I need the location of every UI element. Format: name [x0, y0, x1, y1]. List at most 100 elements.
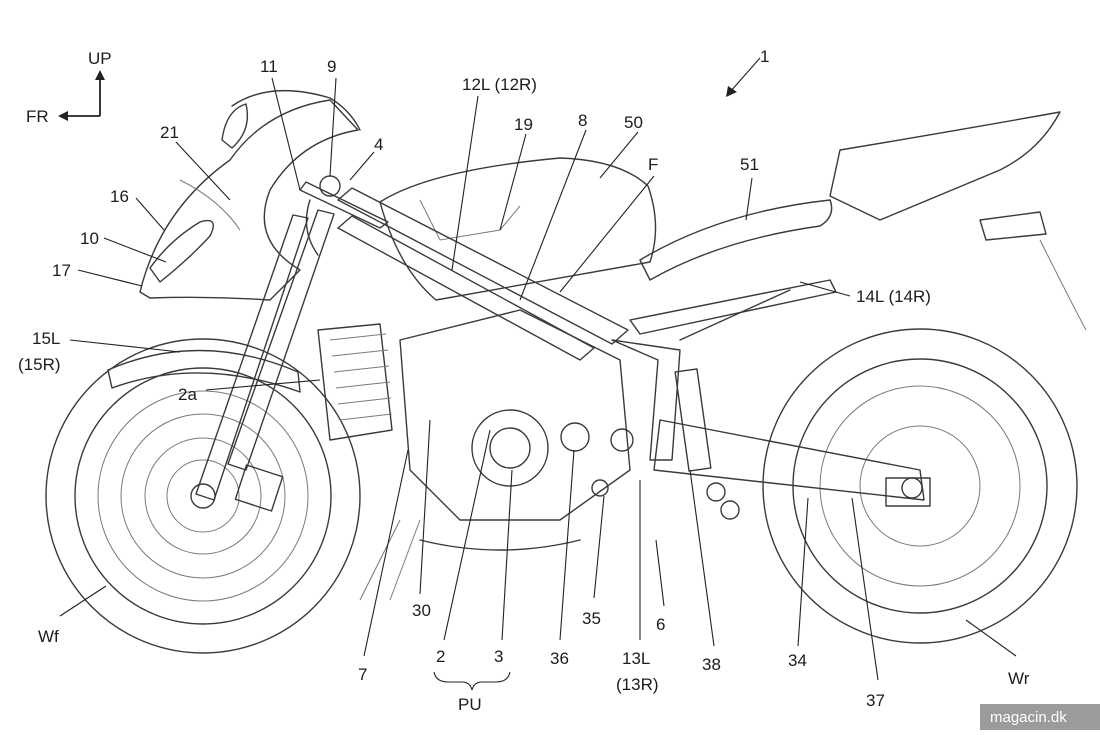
label-4: 4	[374, 135, 383, 154]
mirror	[221, 103, 249, 149]
rear-sprocket	[859, 425, 981, 547]
leader-2	[443, 429, 491, 641]
label-16: 16	[110, 187, 129, 206]
label-1: 1	[760, 47, 769, 66]
link-bolt	[591, 479, 609, 497]
leader-19	[499, 133, 527, 231]
chain-adjuster	[885, 477, 931, 507]
fork-tube-right	[227, 209, 335, 471]
leader-36	[559, 449, 575, 641]
rear-tire-outer	[762, 328, 1078, 644]
leader-14	[799, 281, 851, 297]
rear-suspension	[653, 368, 931, 520]
engine-unit	[359, 309, 634, 601]
front-label: FR	[26, 107, 49, 126]
label-51: 51	[740, 155, 759, 174]
windscreen	[231, 90, 361, 131]
frame-spar-upper	[337, 187, 629, 345]
swingarm	[653, 419, 925, 501]
label-50: 50	[624, 113, 643, 132]
leader-15	[69, 339, 181, 353]
front-disc-inner	[144, 437, 262, 555]
front-arrowhead	[58, 111, 68, 121]
fairing-detail	[179, 179, 241, 231]
exhaust-pipe	[359, 519, 421, 601]
label-10: 10	[80, 229, 99, 248]
leader-Wr	[965, 619, 1017, 657]
label-2: 2	[436, 647, 445, 666]
label-9: 9	[327, 57, 336, 76]
front-fork	[195, 209, 335, 512]
label-13R: (13R)	[616, 675, 659, 694]
leader-2a	[205, 379, 321, 391]
label-PU: PU	[458, 695, 482, 714]
label-15L: 15L	[32, 329, 60, 348]
pivot-bolt	[610, 428, 634, 452]
leader-1	[729, 57, 761, 93]
rear-rim	[819, 385, 1021, 587]
subframe-brace	[679, 289, 791, 341]
frame-pivot-plate	[611, 339, 681, 461]
front-tire-inner	[74, 367, 332, 625]
orientation-arrows	[58, 70, 105, 121]
label-17: 17	[52, 261, 71, 280]
tail-cowl	[829, 111, 1061, 221]
label-15R: (15R)	[18, 355, 61, 374]
leader-37	[851, 497, 879, 681]
label-21: 21	[160, 123, 179, 142]
leader-1-arrow	[726, 86, 737, 97]
leader-10	[103, 237, 167, 263]
up-arrowhead	[95, 70, 105, 80]
label-14: 14L (14R)	[856, 287, 931, 306]
label-F: F	[648, 155, 658, 174]
label-7: 7	[358, 665, 367, 684]
tank-detail	[419, 199, 521, 241]
brake-lever	[305, 199, 319, 256]
pu-brace	[433, 671, 511, 691]
label-36: 36	[550, 649, 569, 668]
leader-lines	[59, 57, 1017, 681]
label-6: 6	[656, 615, 665, 634]
front-fairing	[139, 90, 361, 301]
engine-block	[399, 309, 631, 521]
frame-spar-lower	[337, 215, 595, 361]
label-3: 3	[494, 647, 503, 666]
label-Wf: Wf	[38, 627, 59, 646]
rider-seat	[639, 199, 833, 281]
radiator-fins	[329, 333, 393, 421]
rear-axle	[901, 477, 923, 499]
label-2a: 2a	[178, 385, 197, 404]
front-tire-outer	[45, 338, 361, 654]
leader-7	[363, 449, 409, 657]
leader-51	[745, 177, 753, 221]
watermark: magacin.dk	[990, 709, 1067, 726]
radiator	[317, 323, 393, 441]
front-wheel	[45, 338, 361, 654]
front-hub-ring	[166, 459, 240, 533]
leader-Wf	[59, 585, 107, 617]
fuel-tank	[379, 157, 657, 301]
rear-tire-inner	[792, 358, 1048, 614]
up-label: UP	[88, 49, 112, 68]
leader-8	[519, 129, 587, 301]
rear-wheel	[762, 328, 1078, 644]
rear-hugger	[1039, 239, 1087, 331]
leader-3	[501, 469, 513, 641]
label-35: 35	[582, 609, 601, 628]
front-rim	[97, 390, 309, 602]
leader-17	[77, 269, 143, 287]
leader-11	[271, 77, 301, 191]
label-19: 19	[514, 115, 533, 134]
fork-tube-left	[195, 214, 309, 501]
front-brake-disc	[120, 413, 286, 579]
headlight	[149, 219, 214, 283]
handlebar-grip	[299, 181, 389, 229]
leader-16	[135, 197, 165, 231]
leader-9	[329, 77, 337, 177]
label-37: 37	[866, 691, 885, 710]
leader-4	[349, 151, 375, 181]
countershaft	[560, 422, 590, 452]
leader-34	[797, 497, 809, 647]
label-30: 30	[412, 601, 431, 620]
label-13L: 13L	[622, 649, 650, 668]
